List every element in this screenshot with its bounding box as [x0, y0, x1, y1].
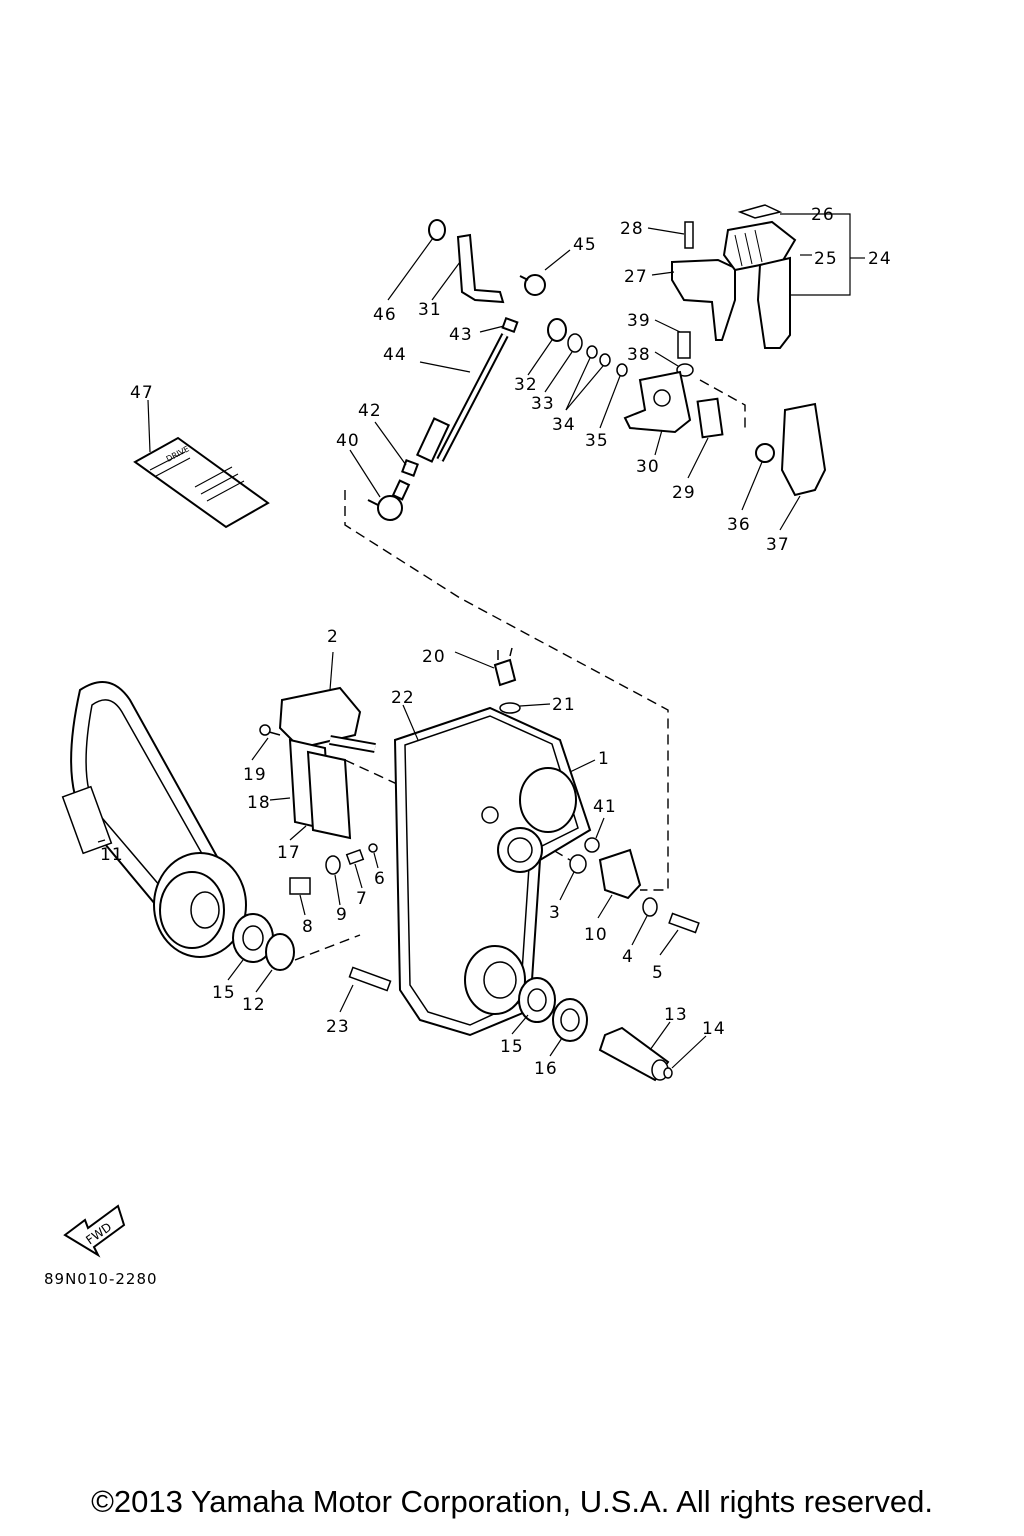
callout-35: 35: [585, 431, 609, 451]
callout-37: 37: [766, 535, 790, 555]
callout-38: 38: [627, 345, 651, 365]
small-hardware-parts: [289, 817, 700, 956]
callout-16: 16: [534, 1059, 558, 1079]
callout-14: 14: [702, 1019, 726, 1039]
callout-6: 6: [374, 869, 386, 889]
callout-29: 29: [672, 483, 696, 503]
callout-43: 43: [449, 325, 473, 345]
callout-31: 31: [418, 300, 442, 320]
callout-32: 32: [514, 375, 538, 395]
callout-36: 36: [727, 515, 751, 535]
callout-25: 25: [814, 249, 838, 269]
callout-4: 4: [622, 947, 634, 967]
shift-drum-part-2: [278, 651, 376, 753]
callout-13: 13: [664, 1005, 688, 1025]
callout-labels: 1 2 3 4 5 6 7 8 9 10 11 12 13 14 15 15 1…: [100, 205, 892, 1079]
callout-27: 27: [624, 267, 648, 287]
callout-42: 42: [358, 401, 382, 421]
callout-46: 46: [373, 305, 397, 325]
callout-20: 20: [422, 647, 446, 667]
drawing-code: 89N010-2280: [44, 1270, 158, 1288]
handle-assembly-parts: [623, 204, 865, 531]
callout-7: 7: [356, 889, 368, 909]
callout-22: 22: [391, 688, 415, 708]
output-shaft-parts: [339, 966, 707, 1082]
callout-44: 44: [383, 345, 407, 365]
callout-21: 21: [552, 695, 576, 715]
drain-plug-parts: [454, 647, 551, 714]
callout-2: 2: [327, 627, 339, 647]
callout-47: 47: [130, 383, 154, 403]
cover-plate-parts: [251, 724, 352, 841]
callout-30: 30: [636, 457, 660, 477]
callout-8: 8: [302, 917, 314, 937]
callout-41: 41: [593, 797, 617, 817]
callout-12: 12: [242, 995, 266, 1015]
forward-direction-arrow: FWD: [63, 1204, 126, 1258]
callout-5: 5: [652, 963, 664, 983]
callout-26: 26: [811, 205, 835, 225]
shift-linkage-parts: [349, 219, 571, 521]
gear-case-part-1: [393, 704, 596, 1037]
callout-45: 45: [573, 235, 597, 255]
callout-3: 3: [549, 903, 561, 923]
callout-24: 24: [868, 249, 892, 269]
callout-34: 34: [552, 415, 576, 435]
callout-23: 23: [326, 1017, 350, 1037]
callout-15a: 15: [212, 983, 236, 1003]
callout-19: 19: [243, 765, 267, 785]
callout-28: 28: [620, 219, 644, 239]
callout-33: 33: [531, 394, 555, 414]
callout-10: 10: [584, 925, 608, 945]
callout-40: 40: [336, 431, 360, 451]
sprocket-bearing-parts: [153, 852, 295, 993]
callout-11: 11: [100, 845, 124, 865]
copyright-notice: ©2013 Yamaha Motor Corporation, U.S.A. A…: [91, 1484, 933, 1519]
callout-1: 1: [598, 749, 610, 769]
callout-39: 39: [627, 311, 651, 331]
decal-part-47: DRIVE: [133, 399, 270, 529]
callout-17: 17: [277, 843, 301, 863]
callout-9: 9: [336, 905, 348, 925]
callout-18: 18: [247, 793, 271, 813]
callout-15b: 15: [500, 1037, 524, 1057]
washer-clip-parts: [527, 318, 628, 429]
